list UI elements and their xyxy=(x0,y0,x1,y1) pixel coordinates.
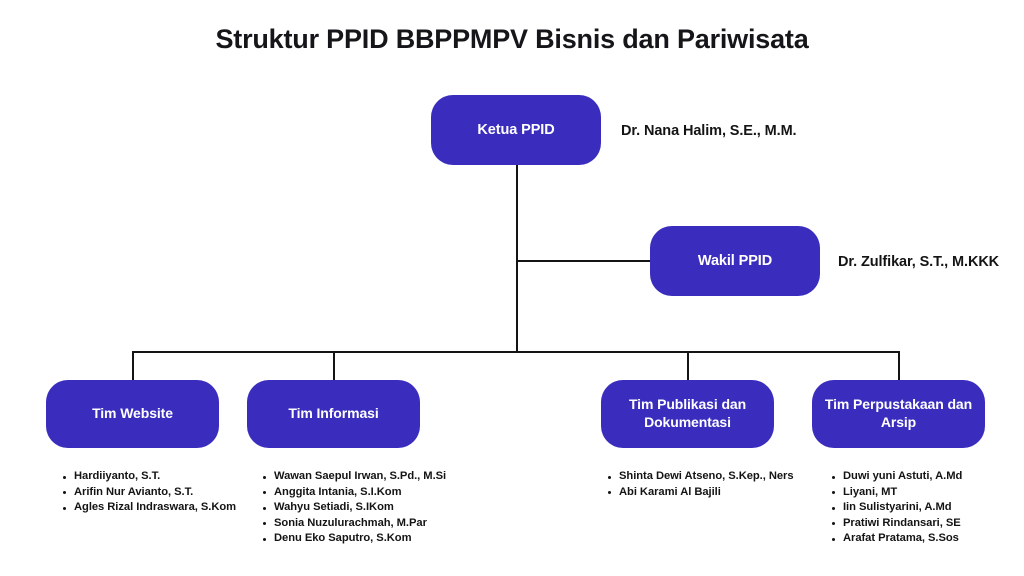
node-tim-website[interactable]: Tim Website xyxy=(46,380,219,448)
person-name-wakil-ppid: Dr. Zulfikar, S.T., M.KKK xyxy=(838,254,1000,270)
connector-wakil-branch xyxy=(516,260,652,262)
node-wakil-ppid-label: Wakil PPID xyxy=(697,252,773,269)
list-item: Liyani, MT xyxy=(831,485,962,501)
connector-drop-team-2 xyxy=(333,351,335,381)
node-tim-informasi-label: Tim Informasi xyxy=(288,405,379,422)
list-item: Hardiiyanto, S.T. xyxy=(62,469,236,485)
page-title: Struktur PPID BBPPMPV Bisnis dan Pariwis… xyxy=(215,24,809,54)
connector-drop-team-3 xyxy=(687,351,689,381)
person-name-ketua-ppid: Dr. Nana Halim, S.E., M.M. xyxy=(621,123,797,139)
connector-ketua-trunk xyxy=(516,164,518,353)
list-item: Agles Rizal Indraswara, S.Kom xyxy=(62,500,236,516)
list-item: Arafat Pratama, S.Sos xyxy=(831,531,962,547)
node-tim-website-label: Tim Website xyxy=(92,405,173,422)
list-item: Pratiwi Rindansari, SE xyxy=(831,516,962,532)
member-list-tim-website: Hardiiyanto, S.T. Arifin Nur Avianto, S.… xyxy=(62,469,236,516)
list-item: Duwi yuni Astuti, A.Md xyxy=(831,469,962,485)
connector-drop-team-1 xyxy=(132,351,134,381)
node-tim-publikasi-dokumentasi[interactable]: Tim Publikasi dan Dokumentasi xyxy=(601,380,774,448)
node-tim-perpustakaan-arsip[interactable]: Tim Perpustakaan dan Arsip xyxy=(812,380,985,448)
list-item: Iin Sulistyarini, A.Md xyxy=(831,500,962,516)
list-item: Wawan Saepul Irwan, S.Pd., M.Si xyxy=(262,469,446,485)
node-tim-informasi[interactable]: Tim Informasi xyxy=(247,380,420,448)
list-item: Sonia Nuzulurachmah, M.Par xyxy=(262,516,446,532)
list-item: Wahyu Setiadi, S.IKom xyxy=(262,500,446,516)
member-list-tim-informasi: Wawan Saepul Irwan, S.Pd., M.Si Anggita … xyxy=(262,469,446,547)
member-list-tim-publikasi-dokumentasi: Shinta Dewi Atseno, S.Kep., Ners Abi Kar… xyxy=(607,469,794,500)
node-tim-perpustakaan-arsip-label: Tim Perpustakaan dan Arsip xyxy=(824,396,973,430)
node-wakil-ppid[interactable]: Wakil PPID xyxy=(650,226,820,296)
node-ketua-ppid[interactable]: Ketua PPID xyxy=(431,95,601,165)
node-ketua-ppid-label: Ketua PPID xyxy=(477,121,555,138)
list-item: Anggita Intania, S.I.Kom xyxy=(262,485,446,501)
member-list-tim-perpustakaan-arsip: Duwi yuni Astuti, A.Md Liyani, MT Iin Su… xyxy=(831,469,962,547)
list-item: Denu Eko Saputro, S.Kom xyxy=(262,531,446,547)
list-item: Abi Karami Al Bajili xyxy=(607,485,794,501)
list-item: Shinta Dewi Atseno, S.Kep., Ners xyxy=(607,469,794,485)
connector-drop-team-4 xyxy=(898,351,900,381)
list-item: Arifin Nur Avianto, S.T. xyxy=(62,485,236,501)
node-tim-publikasi-dokumentasi-label: Tim Publikasi dan Dokumentasi xyxy=(628,396,747,430)
connector-team-bus xyxy=(132,351,900,353)
